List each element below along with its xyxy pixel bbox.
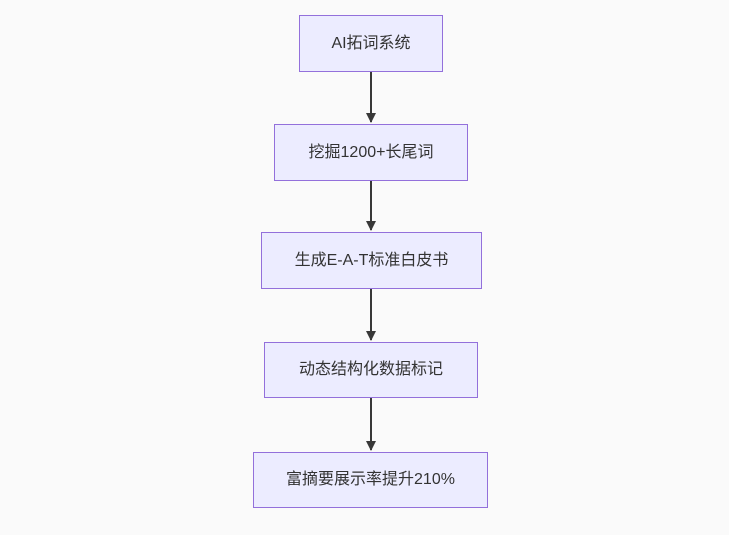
flow-node-ai-word-expansion-system: AI拓词系统 xyxy=(299,15,443,72)
flow-node-mine-longtail-keywords: 挖掘1200+长尾词 xyxy=(274,124,468,181)
flow-node-rich-snippet-rate-increase: 富摘要展示率提升210% xyxy=(253,452,488,508)
flow-node-dynamic-structured-data-markup: 动态结构化数据标记 xyxy=(264,342,478,398)
flow-node-generate-eat-whitepaper: 生成E-A-T标准白皮书 xyxy=(261,232,482,289)
